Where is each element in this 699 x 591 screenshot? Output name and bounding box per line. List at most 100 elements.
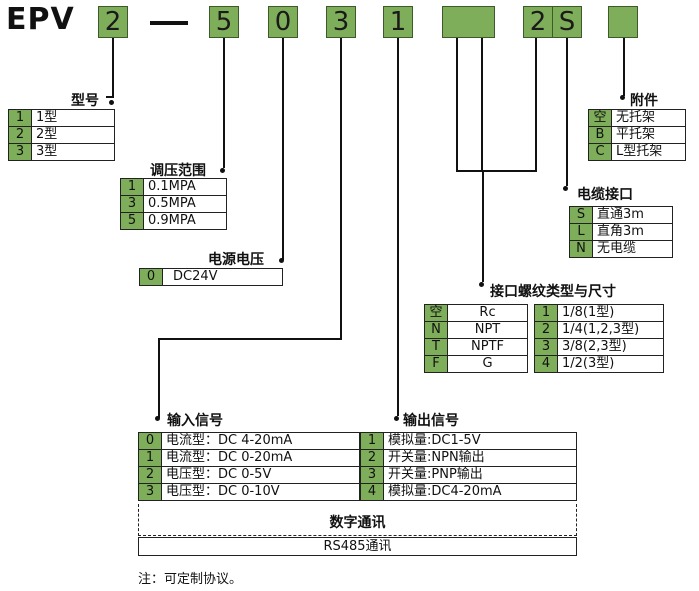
option-code: L xyxy=(569,223,593,241)
output-signal-title: 输出信号 xyxy=(403,413,459,429)
connector-port-left xyxy=(456,38,458,170)
option-value: DC24V xyxy=(162,268,283,286)
connector-cable xyxy=(566,38,568,186)
cable-connector-title: 电缆接口 xyxy=(577,187,633,203)
code-box-port-thread xyxy=(442,6,495,38)
option-value: 电流型：DC 0-20mA xyxy=(161,449,360,467)
option-value: 1/4(1,2,3型) xyxy=(557,321,664,339)
option-value: 电压型：DC 0-10V xyxy=(161,483,360,501)
option-code: 1 xyxy=(120,178,144,196)
option-code: 1 xyxy=(8,109,32,127)
digital-comm-frame xyxy=(138,504,577,536)
option-value: 无托架 xyxy=(611,109,686,127)
table-row: 空无托架 xyxy=(588,109,686,127)
connector-port-down xyxy=(482,170,484,282)
option-value: 模拟量:DC1-5V xyxy=(383,432,577,450)
option-code: F xyxy=(424,355,448,373)
connector-port-right2 xyxy=(535,38,537,172)
option-code: 4 xyxy=(360,483,384,501)
digital-comm-title: 数字通讯 xyxy=(329,515,386,531)
connector-dot xyxy=(109,100,114,105)
code-box-accessory xyxy=(608,6,638,38)
option-code: 空 xyxy=(588,109,612,127)
pressure-range-title: 调压范围 xyxy=(150,163,206,179)
code-box-cable-connector: 2 xyxy=(523,6,553,38)
option-value: 电压型：DC 0-5V xyxy=(161,466,360,484)
option-code: 4 xyxy=(534,355,558,373)
option-code: 2 xyxy=(534,321,558,339)
option-code: 3 xyxy=(120,195,144,213)
option-value: 直角3m xyxy=(592,223,673,241)
connector-port-h xyxy=(456,170,536,172)
connector-type xyxy=(112,38,114,96)
digital-comm-value: RS485通讯 xyxy=(138,537,577,556)
accessory-title: 附件 xyxy=(630,93,658,109)
option-code: C xyxy=(588,143,612,161)
connector-power-supply xyxy=(282,38,284,260)
option-value: 模拟量:DC4-20mA xyxy=(383,483,577,501)
option-value: 开关量:NPN输出 xyxy=(383,449,577,467)
option-code: 3 xyxy=(138,483,162,501)
option-value: 1/8(1型) xyxy=(557,304,664,322)
option-value: 3型 xyxy=(31,143,115,161)
connector-input-signal xyxy=(340,38,342,340)
input-signal-title: 输入信号 xyxy=(167,413,223,429)
option-code: 3 xyxy=(534,338,558,356)
option-value: 1/2(3型) xyxy=(557,355,664,373)
connector-input-signal-h xyxy=(158,338,342,340)
connector-pressure-range xyxy=(223,38,225,168)
option-code: 1 xyxy=(138,449,162,467)
option-code: 2 xyxy=(360,449,384,467)
port-thread-title: 接口螺纹类型与尺寸 xyxy=(490,284,616,300)
option-code: N xyxy=(569,240,593,258)
power-supply-title: 电源电压 xyxy=(208,252,264,268)
option-code: 3 xyxy=(360,466,384,484)
model-prefix: EPV xyxy=(6,2,75,37)
connector-input-signal-down xyxy=(158,338,160,418)
option-code: 0 xyxy=(138,432,162,450)
option-value: 0.1MPA xyxy=(143,178,227,196)
option-value: 平托架 xyxy=(611,126,686,144)
option-value: 0.5MPA xyxy=(143,195,227,213)
option-code: 0 xyxy=(139,268,163,286)
option-code: 3 xyxy=(8,143,32,161)
connector-dot xyxy=(279,258,284,263)
connector-output-signal xyxy=(397,38,399,416)
option-code: N xyxy=(424,321,448,339)
option-code: B xyxy=(588,126,612,144)
option-code: 5 xyxy=(120,212,144,230)
option-code: S xyxy=(569,206,593,224)
code-box-pressure-range: 5 xyxy=(209,6,239,38)
option-value: G xyxy=(447,355,528,373)
option-code: 1 xyxy=(360,432,384,450)
option-value: 1型 xyxy=(31,109,115,127)
option-value: 直通3m xyxy=(592,206,673,224)
